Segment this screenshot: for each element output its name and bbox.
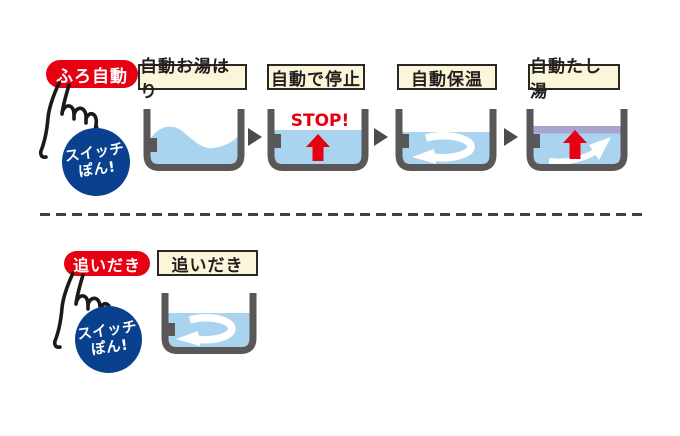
step-label-keepwarm-text: 自動保温 <box>411 69 483 90</box>
furo-auto-button: ふろ自動 <box>46 60 138 88</box>
step-label-stop: 自動で停止 <box>267 64 365 90</box>
step-label-fill-text: 自動お湯はり <box>140 57 230 102</box>
tub-refill-illustration <box>526 109 628 171</box>
step-label-refill: 自動たし湯 <box>528 57 620 102</box>
circulation-arrow-icon <box>176 313 236 346</box>
spout-icon <box>164 323 175 336</box>
switch-pon-line2: ぽん! <box>90 336 130 358</box>
tub-filling-illustration <box>143 109 245 171</box>
step-label-reheat: 追いだき <box>157 250 258 276</box>
low-water-band <box>533 126 621 134</box>
tub-keepwarm-illustration <box>395 109 497 171</box>
up-arrow-icon <box>306 134 330 161</box>
section-divider <box>40 213 647 216</box>
arrow-right-icon <box>504 128 518 146</box>
step-label-keepwarm: 自動保温 <box>397 64 497 90</box>
rising-arrow-icon <box>548 137 611 165</box>
arrow-right-icon <box>248 128 262 146</box>
switch-pon-line2: ぽん! <box>77 159 117 181</box>
stop-text: STOP! <box>291 111 350 131</box>
tub-reheat-illustration <box>161 293 257 354</box>
reheat-button: 追いだき <box>64 251 150 276</box>
pointing-hand-icon <box>38 81 99 159</box>
circulation-arrow-icon <box>412 131 475 164</box>
arrow-right-icon <box>374 128 388 146</box>
tub-stop-illustration: STOP! <box>267 109 369 171</box>
spout-icon <box>398 134 409 148</box>
furo-auto-button-label: ふろ自動 <box>56 66 128 87</box>
step-label-reheat-text: 追いだき <box>171 255 244 276</box>
up-arrow-icon <box>563 130 587 159</box>
step-label-refill-text: 自動たし湯 <box>530 57 602 102</box>
spout-icon <box>146 138 157 152</box>
reheat-button-label: 追いだき <box>72 255 141 275</box>
spout-icon <box>529 134 540 148</box>
step-label-stop-text: 自動で停止 <box>271 69 361 90</box>
pointing-hand-icon <box>52 271 113 349</box>
step-label-fill: 自動お湯はり <box>138 57 247 102</box>
spout-icon <box>270 134 281 148</box>
